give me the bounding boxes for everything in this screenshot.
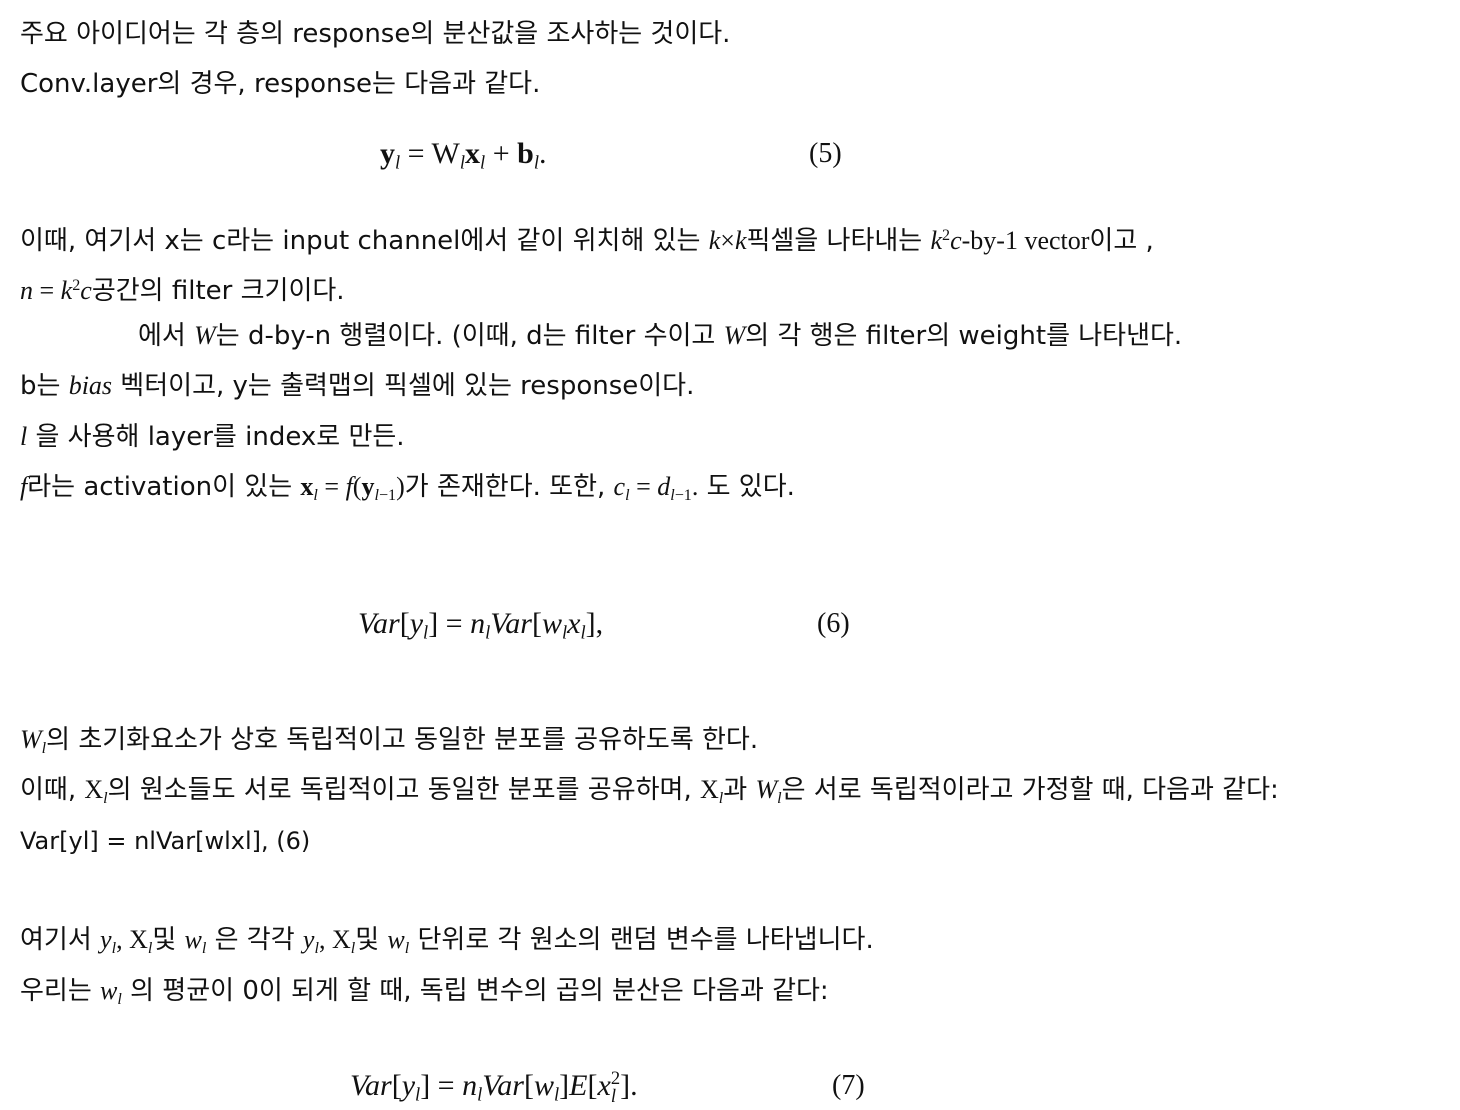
equation-5-number: (5): [809, 138, 842, 169]
equation-6-number: (6): [817, 608, 850, 639]
text-line-random-variables: 여기서 yl, Xl및 wl 은 각각 yl, Xl및 wl 단위로 각 원소의…: [20, 925, 874, 957]
equation-6: Var[yl] = nlVar[wlxl],: [358, 607, 604, 644]
text-line-zero-mean: 우리는 wl 의 평균이 0이 되게 할 때, 독립 변수의 곱의 분산은 다음…: [20, 976, 829, 1008]
equation-5: yl = Wlxl + bl.: [380, 137, 547, 174]
text-line-input-channel: 이때, 여기서 x는 c라는 input channel에서 같이 위치해 있는…: [20, 225, 1154, 256]
conv-layer-text: Conv.layer의 경우, response는 다음과 같다.: [20, 69, 541, 99]
text-line-index: l 을 사용해 layer를 index로 만든.: [20, 422, 405, 452]
equation-7-number: (7): [832, 1070, 865, 1101]
text-line-init-weights: Wl의 초기화요소가 상호 독립적이고 동일한 분포를 공유하도록 한다.: [20, 725, 759, 757]
text-line-filter-size: n = k2c공간의 filter 크기이다.: [20, 275, 345, 306]
intro-text: 주요 아이디어는 각 층의 response의 분산값을 조사하는 것이다.: [20, 19, 731, 49]
text-line-weight-matrix: 에서 W는 d-by-n 행렬이다. (이때, d는 filter 수이고 W의…: [138, 321, 1183, 351]
text-line-independence: 이때, Xl의 원소들도 서로 독립적이고 동일한 분포를 공유하며, Xl과 …: [20, 775, 1279, 807]
text-line-activation: f라는 activation이 있는 xl = f(yl−1)가 존재한다. 또…: [20, 472, 795, 504]
text-line-intro: 주요 아이디어는 각 층의 response의 분산값을 조사하는 것이다.: [20, 17, 730, 51]
text-line-bias: b는 bias 벡터이고, y는 출력맵의 픽셀에 있는 response이다.: [20, 371, 695, 401]
text-line-plain-equation: Var[yl] = nlVar[wlxl], (6): [20, 827, 311, 855]
text-line-conv-layer: Conv.layer의 경우, response는 다음과 같다.: [20, 67, 540, 101]
